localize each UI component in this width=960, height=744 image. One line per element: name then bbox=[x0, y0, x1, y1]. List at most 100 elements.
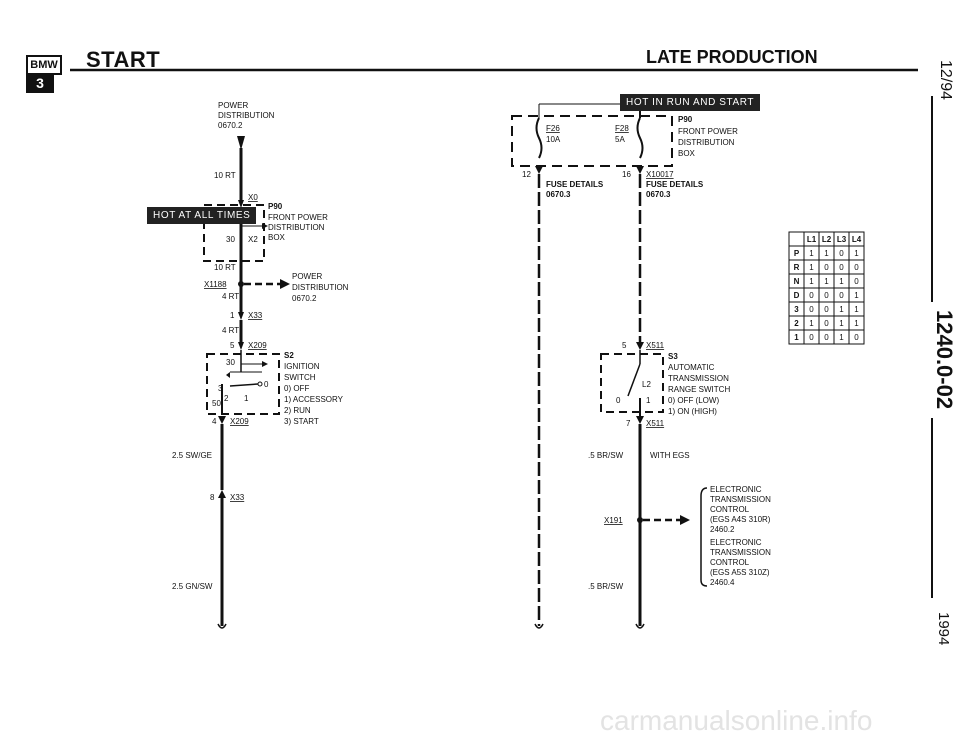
page-title: START bbox=[86, 47, 161, 72]
fuse-details-b-1: FUSE DETAILS bbox=[646, 180, 704, 189]
s2-contact bbox=[229, 383, 259, 387]
table-cell: 0 bbox=[839, 263, 844, 272]
wire-label-10rt-a: 10 RT bbox=[214, 171, 236, 180]
p90-desc-3: BOX bbox=[268, 233, 286, 242]
arrow-right-icon bbox=[262, 223, 268, 229]
table-row-label: 2 bbox=[794, 319, 799, 328]
egs2-line1: ELECTRONIC bbox=[710, 538, 762, 547]
p90-label: P90 bbox=[268, 202, 283, 211]
table-cell: 1 bbox=[809, 319, 814, 328]
tag-hot-at-all-times: HOT AT ALL TIMES bbox=[147, 207, 257, 224]
side-date: 12/94 bbox=[937, 60, 954, 101]
power-dist-right-3: 0670.2 bbox=[292, 294, 317, 303]
arrow-right-icon bbox=[262, 361, 268, 367]
s2-desc-1: IGNITION bbox=[284, 362, 320, 371]
table-cell: 0 bbox=[839, 291, 844, 300]
sw-pin-2: 2 bbox=[224, 394, 229, 403]
bmw-3-series-logo: BMW 3 bbox=[26, 55, 62, 93]
power-dist-top-line1: POWER bbox=[218, 101, 248, 110]
p90-right-desc-1: FRONT POWER bbox=[678, 127, 738, 136]
connector-x0: X0 bbox=[248, 193, 258, 202]
table-header-text: L4 bbox=[852, 235, 862, 244]
egs2-line5: 2460.4 bbox=[710, 578, 735, 587]
connector-16-icon bbox=[636, 166, 644, 174]
table-row-label: D bbox=[794, 291, 800, 300]
splice-x191-icon bbox=[637, 517, 643, 523]
wire-break-icon bbox=[635, 623, 645, 629]
s2-desc-5: 2) RUN bbox=[284, 406, 311, 415]
table-cell: 1 bbox=[824, 277, 829, 286]
wire-label-4rt-a: 4 RT bbox=[222, 292, 239, 301]
connector-x33-b: X33 bbox=[230, 493, 245, 502]
connector-x209-a: X209 bbox=[248, 341, 267, 350]
egs2-line4: (EGS A5S 310Z) bbox=[710, 568, 770, 577]
s3-label: S3 bbox=[668, 352, 678, 361]
s3-pin-1: 1 bbox=[646, 396, 651, 405]
s3-desc-2: TRANSMISSION bbox=[668, 374, 729, 383]
connector-x511-a: X511 bbox=[646, 341, 665, 350]
connector-x209-b: X209 bbox=[230, 417, 249, 426]
s2-contact-pin-icon bbox=[257, 381, 263, 387]
s2-desc-6: 3) START bbox=[284, 417, 319, 426]
connector-x209-b-icon bbox=[218, 416, 226, 424]
p90-box bbox=[203, 204, 265, 262]
table-cell: 1 bbox=[839, 277, 844, 286]
sw-pin-0: 0 bbox=[264, 380, 269, 389]
wire-label-br-sw-a: .5 BR/SW bbox=[588, 451, 624, 460]
fuse-details-a-2: 0670.3 bbox=[546, 190, 571, 199]
connector-x10017: X10017 bbox=[646, 170, 674, 179]
arrow-right-icon bbox=[280, 279, 290, 289]
power-dist-top-line2: DISTRIBUTION bbox=[218, 111, 275, 120]
egs2-line2: TRANSMISSION bbox=[710, 548, 771, 557]
p90-right-desc-3: BOX bbox=[678, 149, 696, 158]
table-cell: 1 bbox=[839, 319, 844, 328]
table-cell: 0 bbox=[824, 319, 829, 328]
arrow-right-icon bbox=[680, 515, 690, 525]
table-cell: 0 bbox=[809, 333, 814, 342]
wire-label-4rt-b: 4 RT bbox=[222, 326, 239, 335]
table-header-text: L3 bbox=[837, 235, 847, 244]
table-cell: 1 bbox=[809, 263, 814, 272]
with-egs: WITH EGS bbox=[650, 451, 690, 460]
arrow-down-icon bbox=[237, 136, 245, 150]
wire-label-10rt-b: 10 RT bbox=[214, 263, 236, 272]
p90-right-box bbox=[511, 115, 673, 167]
egs2-line3: CONTROL bbox=[710, 558, 750, 567]
splice-x1188: X1188 bbox=[204, 280, 227, 289]
table-cell: 0 bbox=[824, 291, 829, 300]
bmw-logo-text: BMW bbox=[26, 55, 62, 75]
fuse-f26-rating: 10A bbox=[546, 135, 561, 144]
series-3-badge: 3 bbox=[26, 73, 54, 93]
table-row-label: 3 bbox=[794, 305, 799, 314]
pin-16: 16 bbox=[622, 170, 631, 179]
pin-1: 1 bbox=[230, 311, 235, 320]
wire-break-icon bbox=[217, 623, 227, 629]
table-cell: 1 bbox=[854, 319, 859, 328]
egs1-line1: ELECTRONIC bbox=[710, 485, 762, 494]
watermark: carmanualsonline.info bbox=[600, 705, 873, 736]
sw-pin-30: 30 bbox=[226, 358, 235, 367]
side-year: 1994 bbox=[935, 612, 952, 646]
table-cell: 1 bbox=[839, 305, 844, 314]
egs1-line5: 2460.2 bbox=[710, 525, 735, 534]
connector-x209-icon bbox=[238, 342, 244, 350]
connector-12-icon bbox=[535, 166, 543, 174]
table-cell: 0 bbox=[824, 333, 829, 342]
table-cell: 0 bbox=[854, 333, 859, 342]
connector-x0-icon bbox=[238, 200, 244, 208]
s3-contact bbox=[627, 363, 641, 397]
section-title: LATE PRODUCTION bbox=[646, 47, 818, 67]
table-cell: 1 bbox=[854, 305, 859, 314]
fuse-f26-icon bbox=[535, 117, 543, 159]
s2-desc-2: SWITCH bbox=[284, 373, 316, 382]
table-row-label: N bbox=[794, 277, 800, 286]
table-cell: 0 bbox=[809, 305, 814, 314]
table-cell: 1 bbox=[809, 277, 814, 286]
splice-x1188-icon bbox=[238, 281, 244, 287]
p90-desc-1: FRONT POWER bbox=[268, 213, 328, 222]
fuse-f28-icon bbox=[636, 117, 644, 159]
table-header-cell bbox=[788, 231, 805, 247]
tag-hot-in-run-and-start: HOT IN RUN AND START bbox=[620, 94, 761, 111]
table-cell: 0 bbox=[824, 305, 829, 314]
